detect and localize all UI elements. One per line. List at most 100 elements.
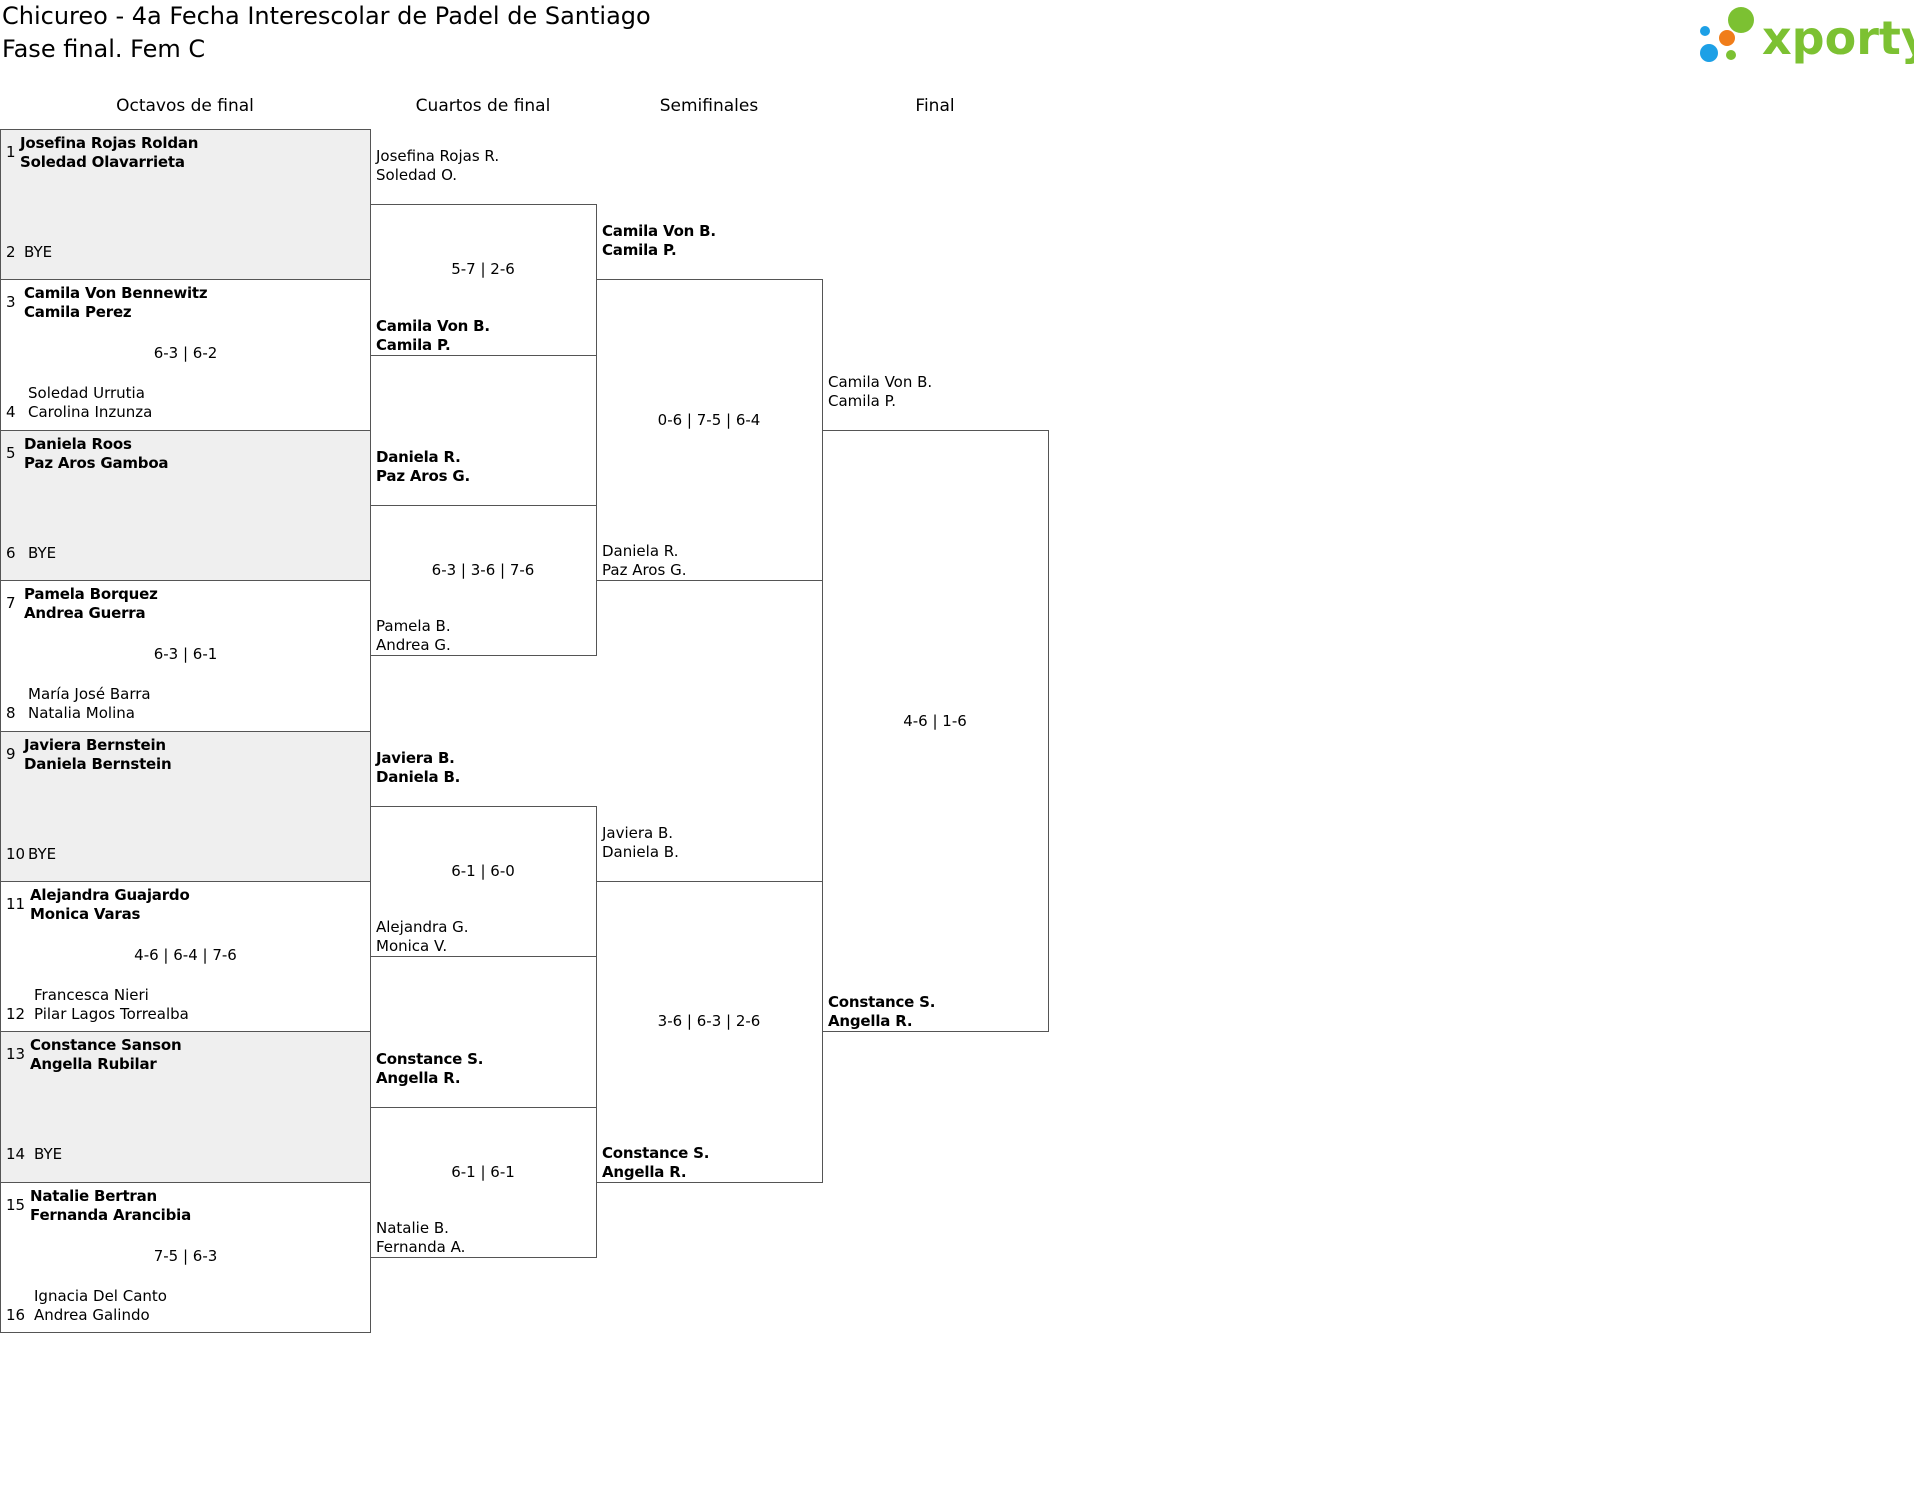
team-player-name: Soledad O. xyxy=(376,166,458,185)
seed-number: 4 xyxy=(6,403,16,422)
seed-number: 6 xyxy=(6,543,16,562)
seed-number: 2 xyxy=(6,243,16,261)
team-player-name: Constance S. xyxy=(828,993,936,1012)
octavos-match-box xyxy=(0,1031,371,1183)
team-player-name: Josefina Rojas R. xyxy=(376,147,500,166)
round-header-octavos: Octavos de final xyxy=(116,96,254,116)
seed-number: 9 xyxy=(6,744,16,763)
team-player-name: Constance S. xyxy=(602,1143,710,1162)
bye-label: BYE xyxy=(24,243,53,261)
octavos-match-box xyxy=(0,730,371,882)
bye-label: BYE xyxy=(28,543,57,562)
match-score: 6-1 | 6-1 xyxy=(451,1162,515,1181)
team-player-name: Angella R. xyxy=(376,1068,461,1087)
seed-number: 13 xyxy=(6,1045,26,1064)
team-player-name: Constance Sanson xyxy=(30,1036,182,1055)
seed-number: 15 xyxy=(6,1195,26,1214)
team-player-name: Soledad Olavarrieta xyxy=(20,153,185,171)
team-player-name: María José Barra xyxy=(28,685,151,704)
team-player-name: Camila P. xyxy=(828,391,897,410)
match-score: 4-6 | 1-6 xyxy=(903,711,967,730)
team-player-name: Camila Von Bennewitz xyxy=(24,284,208,303)
seed-number: 5 xyxy=(6,443,16,462)
octavos-match-box xyxy=(0,429,371,582)
team-player-name: Daniela Bernstein xyxy=(24,754,172,773)
logo-dot-green xyxy=(1728,7,1754,33)
team-player-name: Pamela Borquez xyxy=(24,585,158,604)
team-player-name: Josefina Rojas Roldan xyxy=(20,134,199,152)
match-score: 6-3 | 6-1 xyxy=(153,645,218,664)
team-player-name: Camila Von B. xyxy=(602,222,716,241)
logo-dot-orange xyxy=(1719,30,1735,46)
page-subtitle: Fase final. Fem C xyxy=(2,35,206,63)
team-player-name: Camila P. xyxy=(376,335,451,354)
final-match-box xyxy=(822,429,1049,1033)
seed-number: 11 xyxy=(6,895,26,913)
match-score: 6-3 | 3-6 | 7-6 xyxy=(431,561,535,580)
match-score: 6-1 | 6-0 xyxy=(451,862,515,880)
logo-dot-green-small xyxy=(1726,50,1736,60)
round-header-cuartos: Cuartos de final xyxy=(415,96,551,116)
semis-match-box xyxy=(596,881,823,1183)
team-player-name: Pamela B. xyxy=(376,617,451,636)
team-player-name: Camila Von B. xyxy=(376,316,490,335)
round-header-final: Final xyxy=(915,96,955,116)
team-player-name: Pilar Lagos Torrealba xyxy=(34,1005,189,1023)
team-player-name: Andrea Galindo xyxy=(34,1305,150,1324)
seed-number: 1 xyxy=(6,143,16,161)
xporty-logo: xporty xyxy=(1692,4,1920,66)
seed-number: 8 xyxy=(6,704,16,723)
match-score: 7-5 | 6-3 xyxy=(153,1246,218,1265)
team-player-name: Natalie B. xyxy=(376,1219,449,1237)
team-player-name: Monica V. xyxy=(376,937,448,956)
bye-label: BYE xyxy=(34,1145,63,1164)
team-player-name: Javiera B. xyxy=(602,824,674,842)
team-player-name: Carolina Inzunza xyxy=(28,403,153,422)
seed-number: 3 xyxy=(6,293,16,312)
team-player-name: Angella Rubilar xyxy=(30,1055,157,1074)
team-player-name: Constance S. xyxy=(376,1049,484,1068)
team-player-name: Camila Von B. xyxy=(828,372,933,391)
team-player-name: Natalie Bertran xyxy=(30,1186,158,1205)
team-player-name: Paz Aros G. xyxy=(376,467,470,485)
logo-text: xporty xyxy=(1762,11,1914,65)
team-player-name: Andrea G. xyxy=(376,636,451,655)
team-player-name: Daniela Roos xyxy=(24,434,132,453)
team-player-name: Daniela R. xyxy=(376,448,461,466)
semis-match-box xyxy=(596,279,823,582)
match-score: 4-6 | 6-4 | 7-6 xyxy=(134,946,237,964)
seed-number: 12 xyxy=(6,1005,26,1023)
match-score: 3-6 | 6-3 | 2-6 xyxy=(657,1012,761,1031)
seed-number: 16 xyxy=(6,1305,26,1324)
logo-dot-blue xyxy=(1700,44,1718,62)
team-player-name: Daniela B. xyxy=(602,843,679,861)
logo-dot-blue-small xyxy=(1700,26,1710,36)
team-player-name: Javiera Bernstein xyxy=(24,735,166,754)
match-score: 5-7 | 2-6 xyxy=(451,260,515,279)
octavos-match-box xyxy=(0,129,371,281)
team-player-name: Natalia Molina xyxy=(28,704,135,723)
bye-label: BYE xyxy=(28,844,57,863)
team-player-name: Paz Aros Gamboa xyxy=(24,453,169,472)
team-player-name: Daniela B. xyxy=(376,767,461,786)
match-score: 6-3 | 6-2 xyxy=(153,344,218,363)
seed-number: 10 xyxy=(6,844,26,863)
team-player-name: Soledad Urrutia xyxy=(28,384,145,403)
team-player-name: Ignacia Del Canto xyxy=(34,1286,167,1305)
seed-number: 14 xyxy=(6,1145,26,1164)
team-player-name: Francesca Nieri xyxy=(34,986,149,1004)
team-player-name: Daniela R. xyxy=(602,542,679,561)
team-player-name: Monica Varas xyxy=(30,905,141,923)
seed-number: 7 xyxy=(6,594,16,613)
team-player-name: Camila Perez xyxy=(24,303,132,322)
team-player-name: Fernanda A. xyxy=(376,1238,466,1256)
team-player-name: Angella R. xyxy=(828,1012,913,1031)
team-player-name: Javiera B. xyxy=(376,748,455,767)
team-player-name: Paz Aros G. xyxy=(602,561,687,580)
team-player-name: Alejandra G. xyxy=(376,918,469,937)
team-player-name: Camila P. xyxy=(602,241,677,260)
team-player-name: Fernanda Arancibia xyxy=(30,1205,192,1224)
page-title: Chicureo - 4a Fecha Interescolar de Pade… xyxy=(2,2,651,30)
team-player-name: Alejandra Guajardo xyxy=(30,886,190,904)
match-score: 0-6 | 7-5 | 6-4 xyxy=(657,410,761,429)
